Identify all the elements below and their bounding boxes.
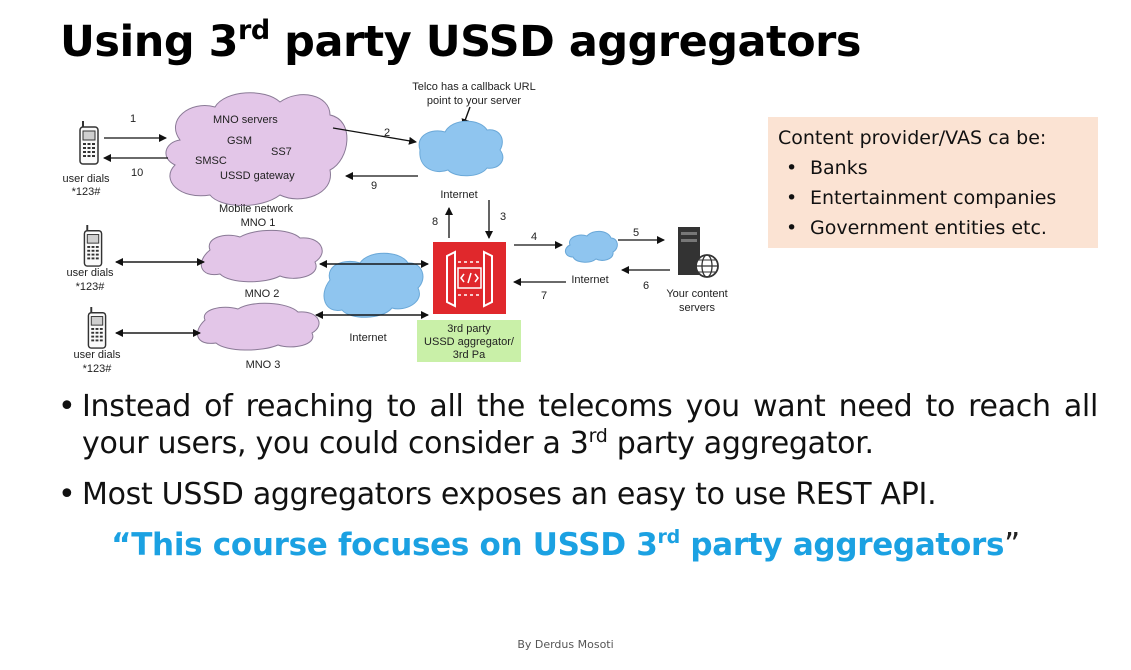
content-provider-list: Banks Entertainment companies Government… [778,153,1088,243]
quote-close: ” [1004,527,1020,563]
step-number-9: 9 [371,180,377,192]
phone-icon-1 [79,120,99,165]
quote-part1: This course focuses on USSD 3 [131,527,658,563]
mno3-label: MNO 3 [246,359,281,371]
mno2-label: MNO 2 [245,288,280,300]
ussd-code-label-2: *123# [76,281,106,293]
content-servers-line1: Your content [666,288,727,300]
ussd-code-label-3: *123# [83,363,113,375]
slide-title: Using 3rd party USSD aggregators [60,14,861,70]
internet-label-left: Internet [349,332,386,344]
step-number-3: 3 [500,211,506,223]
phone-icon-2 [83,225,103,267]
mno1-label-line2: MNO 1 [241,217,276,229]
mno3-cloud [197,302,320,351]
step-number-4: 4 [531,231,537,243]
quote-sup: rd [657,526,681,548]
step-number-1: 1 [130,113,136,125]
step-number-7: 7 [541,290,547,302]
aggregator-label-line3: 3rd Pa [453,349,486,361]
quote-part2: party aggregators [679,527,1005,563]
bullet-item-aggregator: • Instead of reaching to all the telecom… [58,388,1098,462]
step-number-5: 5 [633,227,639,239]
bullet-text-part2: party aggregator. [607,426,874,461]
bullet-text-sup: rd [588,425,608,447]
aggregator-label-line2: USSD aggregator/ [424,336,515,348]
callback-note-line2: point to your server [427,95,521,107]
internet-cloud-left [323,252,424,318]
title-prefix: Using 3 [60,17,239,67]
internet-cloud-right [565,230,618,263]
user-dials-label-2: user dials [66,267,114,279]
course-focus-quote: “This course focuses on USSD 3rd party a… [0,525,1131,565]
content-provider-box: Content provider/VAS ca be: Banks Entert… [768,117,1098,248]
internet-cloud-top [418,120,504,177]
bullet-list: • Instead of reaching to all the telecom… [58,388,1098,527]
phone-icon-3 [87,307,107,349]
author-credit: By Derdus Mosoti [517,638,614,651]
step-number-2: 2 [384,127,390,139]
step-number-6: 6 [643,280,649,292]
mno1-cloud-line4: SMSC [195,155,227,167]
step-number-8: 8 [432,216,438,228]
mno1-cloud-line5: USSD gateway [220,170,295,182]
mno1-cloud-line3: SS7 [271,146,292,158]
title-suffix: party USSD aggregators [269,17,861,67]
quote-open: “ [111,527,132,563]
bullet-dot: • [58,477,76,512]
content-provider-item: Entertainment companies [778,183,1088,213]
content-provider-heading: Content provider/VAS ca be: [778,127,1047,149]
content-provider-item: Banks [778,153,1088,183]
callback-note-line1: Telco has a callback URL [412,81,536,93]
content-provider-item: Government entities etc. [778,213,1088,243]
mno1-cloud-line1: MNO servers [213,114,278,126]
content-servers-line2: servers [679,302,716,314]
bullet-text: Instead of reaching to all the telecoms … [82,388,1098,462]
aggregator-label-highlight [417,320,521,362]
mno1-cloud-line2: GSM [227,135,252,147]
bullet-item-rest-api: • Most USSD aggregators exposes an easy … [58,476,1098,513]
server-icon [678,227,719,278]
step-number-10: 10 [131,167,143,179]
mno1-cloud [165,92,348,206]
mno1-label-line1: Mobile network [219,203,293,215]
api-gateway-icon [433,242,506,314]
bullet-text: Most USSD aggregators exposes an easy to… [82,477,937,512]
user-dials-label-3: user dials [73,349,121,361]
user-dials-label-1: user dials [62,173,110,185]
internet-label-right: Internet [571,274,608,286]
mno2-cloud [200,229,323,283]
bullet-dot: • [58,389,76,424]
arrow-2 [332,127,417,145]
ussd-code-label-1: *123# [72,186,102,198]
bullet-text-part1: Instead of reaching to all the telecoms … [82,389,1098,461]
aggregator-label-line1: 3rd party [447,323,491,335]
internet-label-top: Internet [440,189,477,201]
title-sup: rd [238,15,270,46]
